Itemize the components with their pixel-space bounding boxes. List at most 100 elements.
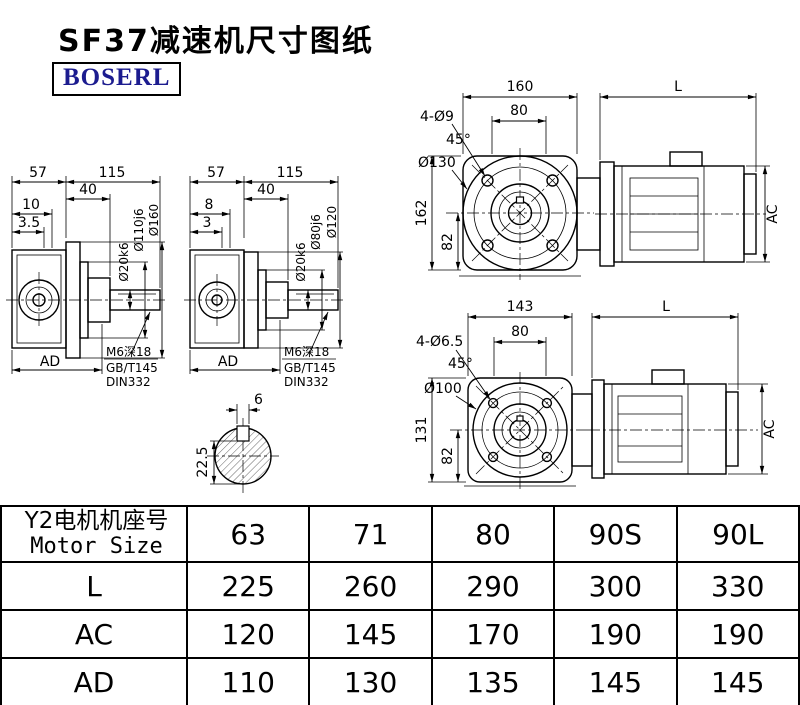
- dim-motor-length: L: [591, 299, 739, 390]
- thread-note: M6深18 GB/T145 DIN332: [282, 311, 336, 389]
- dim-label-162: 162: [414, 200, 430, 227]
- dimension-table: Y2电机机座号 Motor Size 63 71 80 90S 90L L 22…: [0, 505, 800, 705]
- dim-3-5: 3.5: [12, 215, 45, 248]
- note-standard: GB/T145: [106, 361, 158, 375]
- dim-label-3: 3: [203, 215, 212, 231]
- dim-label-10: 10: [22, 197, 40, 213]
- label-bolt-holes: 4-Ø9: [420, 109, 486, 177]
- dim-label-82: 82: [440, 233, 456, 251]
- column-header-90l: 90L: [675, 505, 800, 563]
- dim-80: 80: [491, 103, 547, 154]
- flange-circle-text: Ø130: [418, 155, 456, 171]
- flange-circle-text: Ø100: [424, 381, 462, 397]
- note-thread: M6深18: [284, 345, 329, 359]
- column-header-71: 71: [308, 505, 433, 563]
- table-cell: 290: [430, 561, 556, 611]
- front-view-small: 143 L 80 4-Ø6.5 45° Ø100: [414, 299, 778, 492]
- dim-10: 10: [12, 197, 53, 248]
- table-cell: 190: [553, 609, 678, 659]
- note-standard: GB/T145: [284, 361, 336, 375]
- dim-spigot-dia: Ø80j6: [266, 214, 325, 331]
- dim-label-131: 131: [414, 417, 430, 444]
- dim-ac: AC: [746, 165, 781, 263]
- side-view-large-flange: 57 115 40 10 3.5: [6, 165, 168, 389]
- dim-40: 40: [244, 182, 289, 280]
- dim-label-ac: AC: [765, 204, 781, 223]
- motor-size-header-cell: Y2电机机座号 Motor Size: [0, 505, 188, 563]
- dim-3: 3: [190, 215, 223, 248]
- dim-label-spigot-dia: Ø80j6: [309, 214, 323, 250]
- column-header-80: 80: [430, 505, 556, 563]
- dim-143: 143: [467, 299, 573, 376]
- dim-82: 82: [440, 213, 461, 270]
- dim-ad: AD: [11, 324, 103, 374]
- row-label-ac: AC: [0, 609, 188, 659]
- dim-label-8: 8: [205, 197, 214, 213]
- dim-label-57: 57: [29, 165, 47, 181]
- dim-label-82: 82: [440, 447, 456, 465]
- dim-82: 82: [440, 430, 461, 482]
- shaft-section: 6 22.5: [195, 392, 279, 494]
- note-din: DIN332: [106, 375, 151, 389]
- dim-131: 131: [414, 377, 466, 483]
- dim-160: 160: [462, 79, 578, 154]
- table-cell: 260: [308, 561, 433, 611]
- dim-57: 57: [11, 165, 67, 248]
- note-din: DIN332: [284, 375, 329, 389]
- table-cell: 330: [675, 561, 800, 611]
- table-cell: 190: [675, 609, 800, 659]
- dim-key-depth: 22.5: [195, 440, 242, 485]
- row-label-ad: AD: [0, 657, 188, 705]
- table-cell: 145: [675, 657, 800, 705]
- dim-label-key-width: 6: [254, 392, 263, 408]
- dim-flange-dia: Ø120: [258, 206, 343, 349]
- dim-label-40: 40: [79, 182, 97, 198]
- dimension-drawing: 57 115 40 10 3.5: [6, 79, 781, 494]
- dim-label-flange-dia: Ø160: [147, 204, 161, 236]
- table-cell: 110: [185, 657, 311, 705]
- dim-label-40: 40: [257, 182, 275, 198]
- note-thread: M6深18: [106, 345, 151, 359]
- dim-motor-length: L: [599, 79, 757, 172]
- label-flange-circle: Ø130: [418, 155, 468, 190]
- dim-80: 80: [493, 324, 547, 376]
- table-header-row: Y2电机机座号 Motor Size 63 71 80 90S 90L: [0, 505, 800, 563]
- dim-57: 57: [189, 165, 245, 248]
- table-cell: 145: [308, 609, 433, 659]
- motor-size-label-cn: Y2电机机座号: [24, 508, 169, 535]
- boserl-logo: BOSERL: [52, 62, 182, 96]
- front-view-large: 160 L 80 4-Ø9 45° Ø130: [414, 79, 781, 280]
- dim-label-57: 57: [207, 165, 225, 181]
- angle-label: 45°: [446, 132, 471, 148]
- dim-label-3-5: 3.5: [18, 215, 40, 231]
- dim-label-shaft-dia: Ø20k6: [294, 242, 308, 281]
- table-cell: 170: [430, 609, 556, 659]
- table-cell: 135: [430, 657, 556, 705]
- side-view-small-flange: 57 115 40 8 3: [184, 165, 346, 389]
- dim-label-115: 115: [99, 165, 126, 181]
- dim-label-key-depth: 22.5: [195, 446, 211, 477]
- row-label-l: L: [0, 561, 188, 611]
- dim-ad: AD: [189, 320, 281, 374]
- label-bolt-holes: 4-Ø6.5: [416, 334, 491, 400]
- dim-label-80: 80: [510, 103, 528, 119]
- dim-key-width: 6: [226, 392, 263, 424]
- table-row-ac: AC 120 145 170 190 190: [0, 609, 800, 659]
- table-row-ad: AD 110 130 135 145 145: [0, 657, 800, 705]
- dim-162: 162: [414, 155, 461, 271]
- dim-label-115: 115: [277, 165, 304, 181]
- column-header-90s: 90S: [553, 505, 678, 563]
- dim-flange-dia: Ø160: [80, 204, 165, 359]
- dim-label-L: L: [674, 79, 682, 95]
- angle-label: 45°: [448, 356, 473, 372]
- dim-ac: AC: [728, 383, 778, 475]
- dim-label-spigot-dia: Ø110j6: [132, 208, 146, 251]
- column-header-63: 63: [185, 505, 311, 563]
- dim-label-80: 80: [511, 324, 529, 340]
- dim-label-ad: AD: [40, 354, 60, 370]
- logo-text: BOSERL: [63, 64, 171, 91]
- table-cell: 225: [185, 561, 311, 611]
- motor-size-label-en: Motor Size: [30, 533, 163, 559]
- dim-8: 8: [190, 197, 231, 248]
